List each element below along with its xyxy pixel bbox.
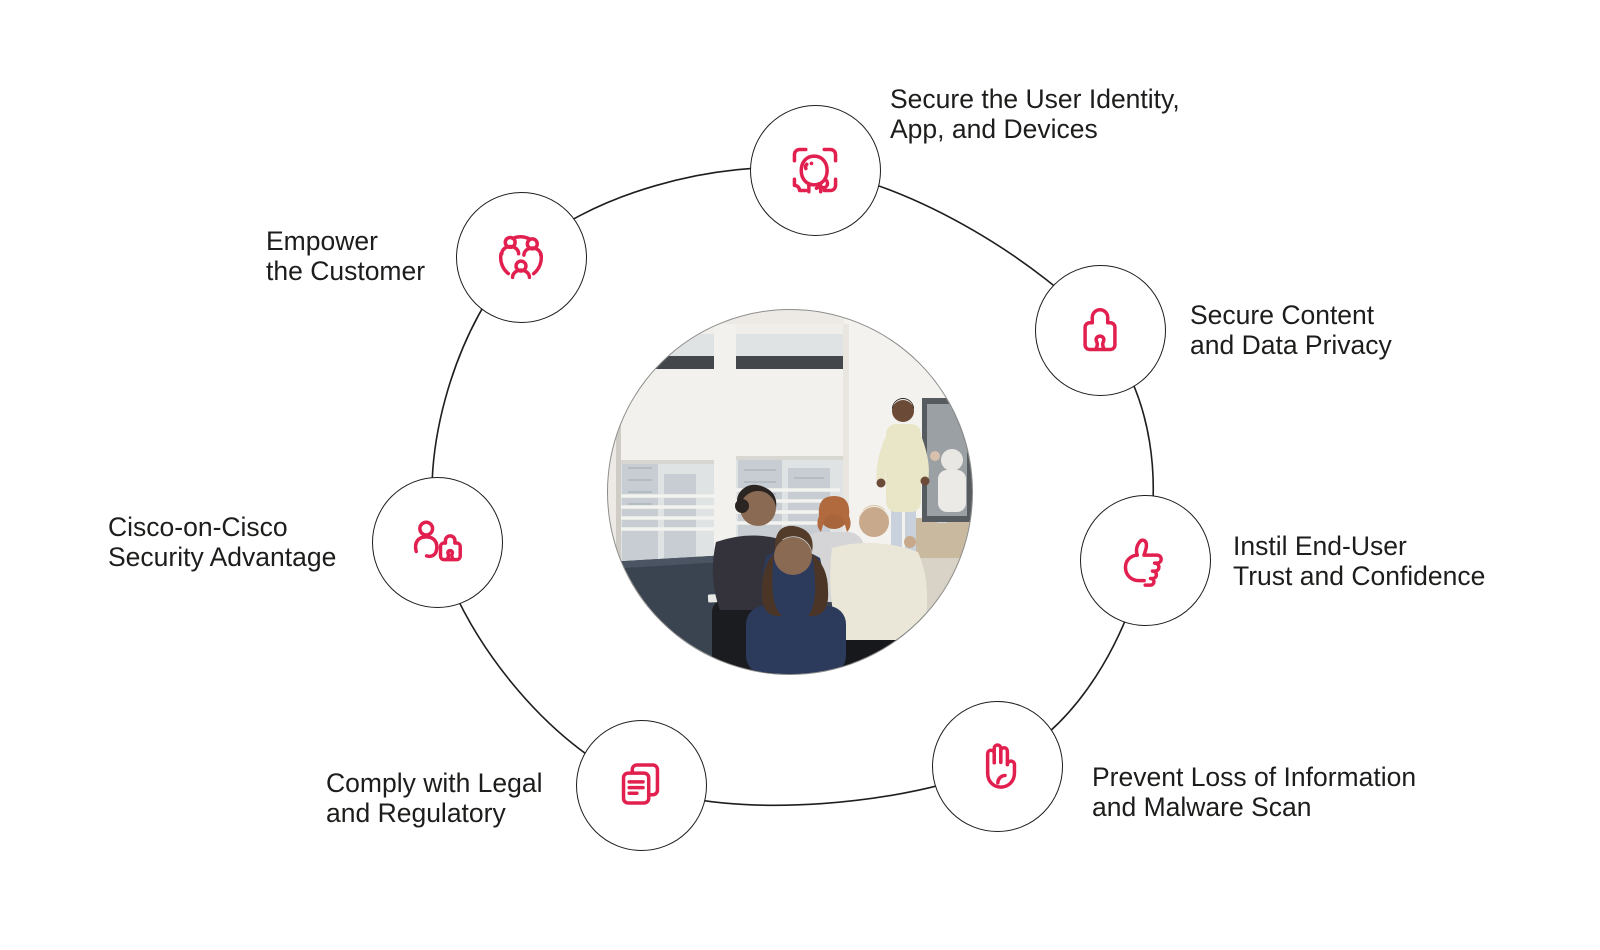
label-secure-identity: Secure the User Identity, App, and Devic…	[890, 84, 1180, 144]
node-secure-content	[1034, 264, 1166, 396]
label-line: Empower	[266, 226, 378, 256]
label-line: Trust and Confidence	[1233, 561, 1486, 591]
label-line: and Data Privacy	[1190, 330, 1392, 360]
node-comply-legal	[575, 719, 707, 851]
center-photo	[607, 309, 973, 675]
label-line: App, and Devices	[890, 114, 1098, 144]
meeting-room-illustration	[608, 310, 972, 674]
label-line: Comply with Legal	[326, 768, 543, 798]
label-line: Prevent Loss of Information	[1092, 762, 1417, 792]
people-group-icon	[498, 235, 544, 280]
label-empower-customer: Empower the Customer	[266, 226, 425, 286]
label-comply-legal: Comply with Legal and Regulatory	[326, 768, 543, 828]
label-cisco-on-cisco: Cisco-on-Cisco Security Advantage	[108, 512, 336, 572]
hand-stop-icon	[985, 743, 1017, 789]
label-prevent-loss: Prevent Loss of Information and Malware …	[1092, 762, 1416, 822]
person-lock-icon	[413, 520, 462, 562]
label-line: the Customer	[266, 256, 426, 286]
label-line: Secure the User Identity,	[890, 84, 1180, 114]
thumbs-up-icon	[1123, 538, 1163, 587]
label-line: Cisco-on-Cisco	[108, 512, 288, 542]
node-cisco-on-cisco	[371, 476, 503, 608]
node-secure-identity	[749, 104, 881, 236]
label-line: Security Advantage	[108, 542, 337, 572]
node-prevent-loss	[931, 700, 1063, 832]
node-empower-customer	[455, 191, 587, 323]
label-line: Secure Content	[1190, 300, 1375, 330]
label-line: and Regulatory	[326, 798, 506, 828]
label-secure-content: Secure Content and Data Privacy	[1190, 300, 1392, 360]
lock-icon	[1083, 308, 1117, 352]
label-instil-trust: Instil End-User Trust and Confidence	[1233, 531, 1485, 591]
face-scan-icon	[792, 147, 838, 194]
node-instil-trust	[1079, 494, 1211, 626]
seated-attendees	[712, 484, 928, 674]
documents-icon	[621, 763, 660, 805]
label-line: Instil End-User	[1233, 531, 1407, 561]
label-line: and Malware Scan	[1092, 792, 1312, 822]
